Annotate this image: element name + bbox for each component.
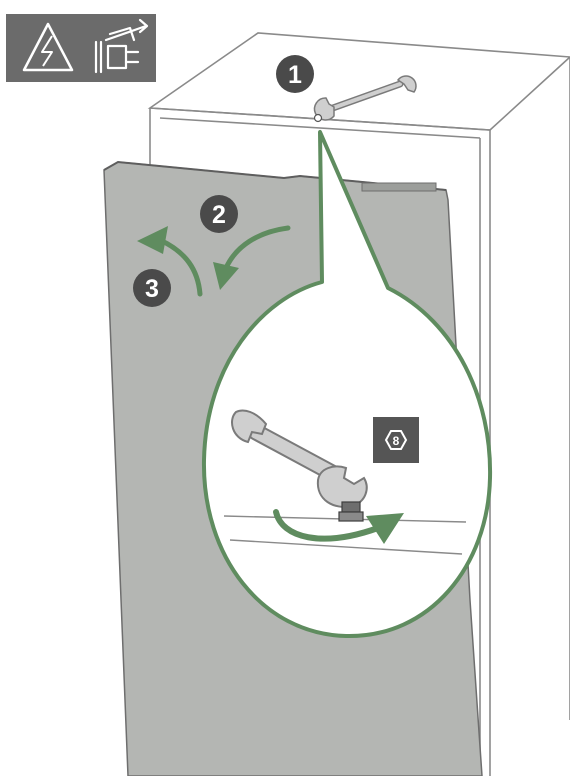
step-1-badge: 1	[276, 55, 314, 93]
door-hinge-bracket	[362, 183, 436, 191]
tool-size-label: 8	[393, 434, 400, 448]
cabinet-top	[150, 33, 570, 130]
step-3-label: 3	[145, 275, 159, 303]
step-1-label: 1	[288, 61, 302, 89]
tool-size-badge: 8	[373, 417, 419, 463]
step-3-badge: 3	[133, 269, 171, 307]
warning-icons-box	[6, 14, 156, 82]
step-2-badge: 2	[200, 195, 238, 233]
hex-bolt-icon	[339, 502, 363, 521]
step-2-label: 2	[212, 201, 226, 229]
